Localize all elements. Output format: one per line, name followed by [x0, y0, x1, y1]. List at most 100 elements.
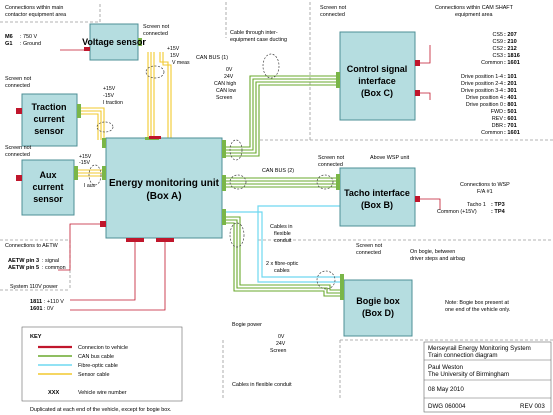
flex-conduit-2: flexible [274, 231, 291, 237]
control-signal-wire: : 210 [504, 39, 517, 45]
screen-nc-a-2: connected [143, 31, 168, 37]
control-signal-name: CS9 [493, 39, 504, 45]
control-signal-name: Drive position 4 [466, 95, 503, 101]
legend-title: KEY [30, 334, 42, 340]
screen-nc-b-2: connected [5, 83, 30, 89]
note-label-2: one end of the vehicle only. [445, 307, 510, 313]
common-label: Common (+15V) [437, 209, 477, 215]
control-signal-name: Common [481, 60, 503, 66]
tr-itraction: I traction [103, 100, 123, 106]
legend-label: Fibre-optic cable [78, 363, 118, 369]
fibre-optic-cables [222, 205, 344, 283]
vehicle-wires [58, 45, 441, 311]
aux-m15v: -15V [79, 160, 90, 166]
screen-nc-a-1: Screen not [143, 24, 170, 30]
tacho-title-2: (Box B) [361, 200, 393, 210]
canbus2-label: CAN BUS (2) [262, 168, 294, 174]
box-control [339, 31, 416, 121]
title-author: Paul Weston [428, 364, 464, 371]
camshaft-label-1: Connections within CAM SHAFT [435, 5, 514, 11]
control-signal-wire: : 207 [504, 32, 517, 38]
aetw-pin3-label: AETW pin 3 [8, 258, 39, 264]
cable-through-label-1: Cable through inter- [230, 30, 278, 36]
traction-sensor-title-2: current [33, 114, 64, 124]
legend-label: Connecion to vehicle [78, 345, 128, 351]
screen-nc-b-1: Screen not [5, 76, 32, 82]
aetw-pin3-value: : signal [42, 258, 59, 264]
screen-nc-f-1: Screen not [356, 243, 383, 249]
main-contactor-label-2: contactor equipment area [5, 12, 66, 18]
box-emu [105, 137, 223, 239]
vehicle-connectors [16, 47, 420, 242]
control-signal-wire: : 212 [504, 46, 517, 52]
wsp-label-2: F/A #1 [477, 189, 493, 195]
g1-value: : Ground [20, 41, 41, 47]
control-signal-name: Drive position 1-4 [461, 74, 503, 80]
control-signal-name: Drive position 2-4 [461, 81, 503, 87]
cable-through-label-2: equipment case ducting [230, 37, 287, 43]
aux-sensor-title-1: Aux [39, 170, 56, 180]
canbus1-24v: 24V [224, 74, 234, 80]
bogie-power-24v: 24V [276, 341, 286, 347]
canbus1-0v: 0V [226, 67, 233, 73]
control-signal-wire: : 401 [504, 95, 517, 101]
control-signal-name: Drive position 0 [466, 102, 503, 108]
legend-label: Sensor cable [78, 372, 109, 378]
camshaft-label-2: equipment area [455, 12, 492, 18]
control-signal-name: Common [481, 130, 503, 136]
m6-label: M6 [5, 34, 13, 40]
control-signal-wire: : 1601 [504, 130, 520, 136]
wire-1601-label: 1601 [30, 306, 42, 312]
legend-wire-label: Vehicle wire number [78, 390, 127, 396]
vs-p15v: +15V [167, 46, 180, 52]
screen-nc-c-1: Screen not [5, 145, 32, 151]
screen-nc-d-1: Screen not [320, 5, 347, 11]
control-title-3: (Box C) [361, 88, 393, 98]
control-signal-wire: : 501 [504, 109, 517, 115]
screen-nc-e-1: Screen not [318, 155, 345, 161]
bogie-power-screen: Screen [270, 348, 287, 354]
control-signal-wire: : 1601 [504, 60, 520, 66]
m6-value: : 750 V [20, 34, 37, 40]
control-title-1: Control signal [347, 64, 408, 74]
title-line-1: Merseyrail Energy Monitoring System [428, 345, 531, 352]
bogie-title-2: (Box D) [362, 308, 394, 318]
canbus1-screen: Screen [216, 95, 233, 101]
fibre-label-1: 2 x fibre-optic [266, 261, 299, 267]
main-contactor-label-1: Connections within main [5, 5, 63, 11]
control-signal-name: Drive position 3-4 [461, 88, 503, 94]
aetw-pin5-value: : common [42, 265, 66, 271]
control-signal-wire: : 301 [504, 88, 517, 94]
title-date: 08 May 2010 [428, 386, 464, 393]
wire-1811-value: : +110 V [44, 299, 64, 305]
aux-sensor-title-3: sensor [33, 194, 63, 204]
cable-glands [88, 53, 336, 290]
on-bogie-label-2: driver steps and airbag [410, 256, 465, 262]
g1-label: G1 [5, 41, 12, 47]
control-signal-wire: : 201 [504, 81, 517, 87]
control-signal-wire: : 801 [504, 102, 517, 108]
sensor-cables [18, 52, 172, 177]
box-traction-sensor [21, 93, 78, 147]
emu-title-2: (Box A) [146, 191, 181, 202]
legend-label: CAN bus cable [78, 354, 114, 360]
common-value: : TP4 [491, 209, 506, 215]
aux-iaux: I aux [84, 183, 96, 189]
on-bogie-label-1: On bogie, between [410, 249, 455, 255]
control-signal-wire: : 1816 [504, 53, 520, 59]
wire-1811-label: 1811 [30, 299, 42, 305]
control-signal-name: DBR [492, 123, 503, 129]
aux-p15v: +15V [79, 154, 92, 160]
tacho1-label: Tacho 1 [467, 202, 486, 208]
aux-sensor-title-2: current [32, 182, 63, 192]
control-signal-wire: : 701 [504, 123, 517, 129]
system-110v-label: System 110V power [10, 284, 58, 290]
tr-p15v: +15V [103, 86, 116, 92]
title-block: Merseyrail Energy Monitoring System Trai… [423, 341, 552, 413]
box-tacho [339, 167, 416, 227]
screen-nc-f-2: connected [356, 250, 381, 256]
